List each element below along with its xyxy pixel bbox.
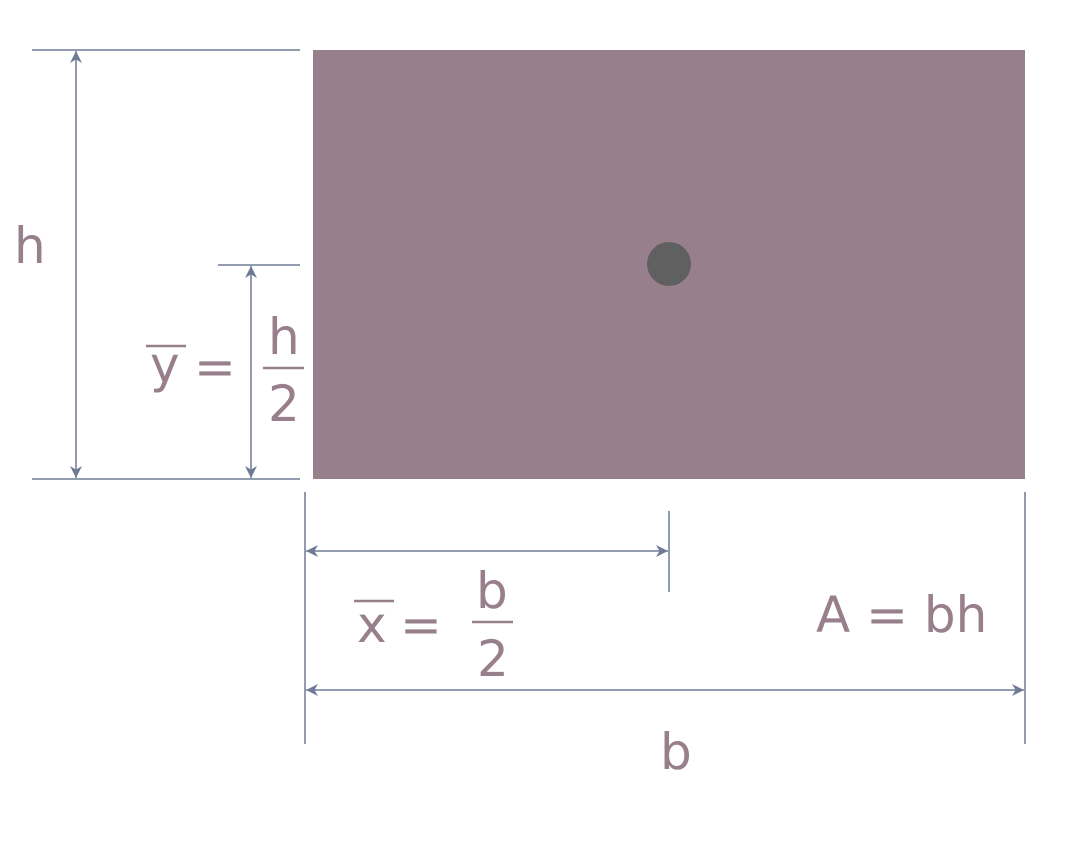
ybar-equals: = <box>194 338 236 396</box>
xbar-denominator: 2 <box>477 630 509 688</box>
xbar-equals: = <box>400 596 442 654</box>
ybar-denominator: 2 <box>268 375 300 433</box>
ybar-numerator: h <box>268 308 300 366</box>
centroid-point <box>647 242 691 286</box>
xbar-symbol: x <box>357 596 387 654</box>
xbar-numerator: b <box>476 562 508 620</box>
height-label: h <box>14 217 46 275</box>
width-label: b <box>660 723 692 781</box>
ybar-symbol: y <box>150 336 180 394</box>
area-formula: A = bh <box>816 586 987 644</box>
